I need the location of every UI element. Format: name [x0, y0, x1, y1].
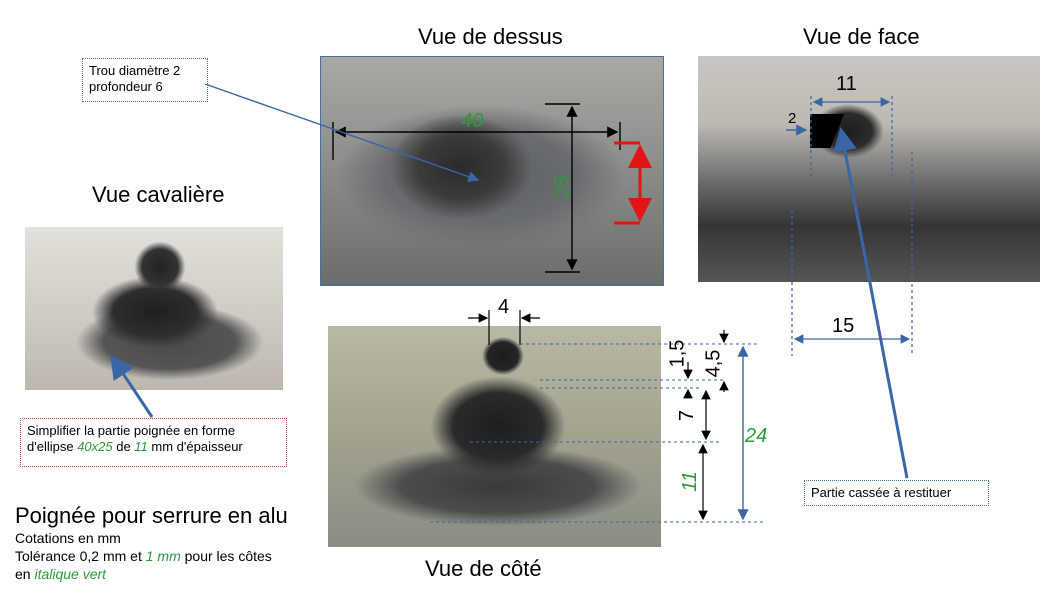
dim-side-1-5-label: 1,5	[666, 339, 689, 368]
dim-side-7-label: 7	[676, 409, 699, 422]
dim-top-height	[545, 103, 580, 273]
simplify-text-1: Simplifier la partie poignée en forme d'…	[27, 423, 236, 454]
red-mark	[614, 141, 652, 225]
dim-face-left-label: 2	[788, 110, 797, 127]
info-line-2-a: Tolérance 0,2 mm et	[15, 548, 146, 564]
simplify-text-2: de	[112, 439, 135, 454]
face-view-title: Vue de face	[803, 24, 920, 49]
hole-callout: Trou diamètre 2 profondeur 6	[82, 58, 208, 102]
broken-part-arrow	[833, 127, 909, 479]
cavaliere-view-photo	[25, 227, 283, 390]
hole-callout-line2: profondeur 6	[89, 79, 163, 94]
cavaliere-arrow	[110, 354, 154, 418]
dim-face-bottom	[791, 152, 913, 356]
broken-part-text: Partie cassée à restituer	[811, 485, 952, 500]
simplify-dims: 40x25	[77, 439, 113, 454]
dim-side-24-label: 24	[745, 425, 768, 447]
broken-part-callout: Partie cassée à restituer	[804, 480, 989, 506]
side-view-title: Vue de côté	[425, 556, 542, 581]
info-title: Poignée pour serrure en alu	[15, 503, 288, 528]
face-view-photo	[698, 56, 1040, 282]
dim-face-top-label: 11	[836, 73, 857, 95]
cavaliere-view-title: Vue cavalière	[92, 182, 225, 207]
dim-side-right	[430, 343, 765, 523]
hole-arrow	[204, 83, 480, 183]
dim-side-top-label: 4	[498, 296, 510, 318]
dim-top-height-label: 25	[551, 175, 574, 198]
info-line-3: en italique vert	[15, 565, 288, 583]
simplify-text-3: mm d'épaisseur	[147, 439, 243, 454]
info-line-3-b: italique vert	[34, 566, 107, 582]
simplify-thickness: 11	[134, 439, 148, 454]
dim-side-top	[468, 310, 540, 345]
info-line-2-c: pour les côtes	[180, 548, 272, 564]
dim-face-bottom-label: 15	[832, 315, 855, 337]
dim-face-top	[810, 96, 893, 180]
info-line-2: Tolérance 0,2 mm et 1 mm pour les côtes	[15, 547, 288, 565]
info-line-2-b: 1 mm	[145, 548, 181, 564]
dim-top-width-label: 40	[461, 110, 484, 132]
top-view-photo	[320, 56, 664, 286]
dim-side-4-5-label: 4,5	[702, 349, 725, 378]
info-line-1: Cotations en mm	[15, 530, 121, 546]
side-view-photo	[328, 326, 661, 547]
info-block: Poignée pour serrure en alu Cotations en…	[15, 503, 288, 583]
top-view-title: Vue de dessus	[418, 24, 563, 49]
dim-side-11-label: 11	[678, 471, 701, 492]
info-line-3-a: en	[15, 566, 35, 582]
simplify-callout: Simplifier la partie poignée en forme d'…	[20, 418, 287, 467]
hole-callout-line1: Trou diamètre 2	[89, 63, 181, 78]
